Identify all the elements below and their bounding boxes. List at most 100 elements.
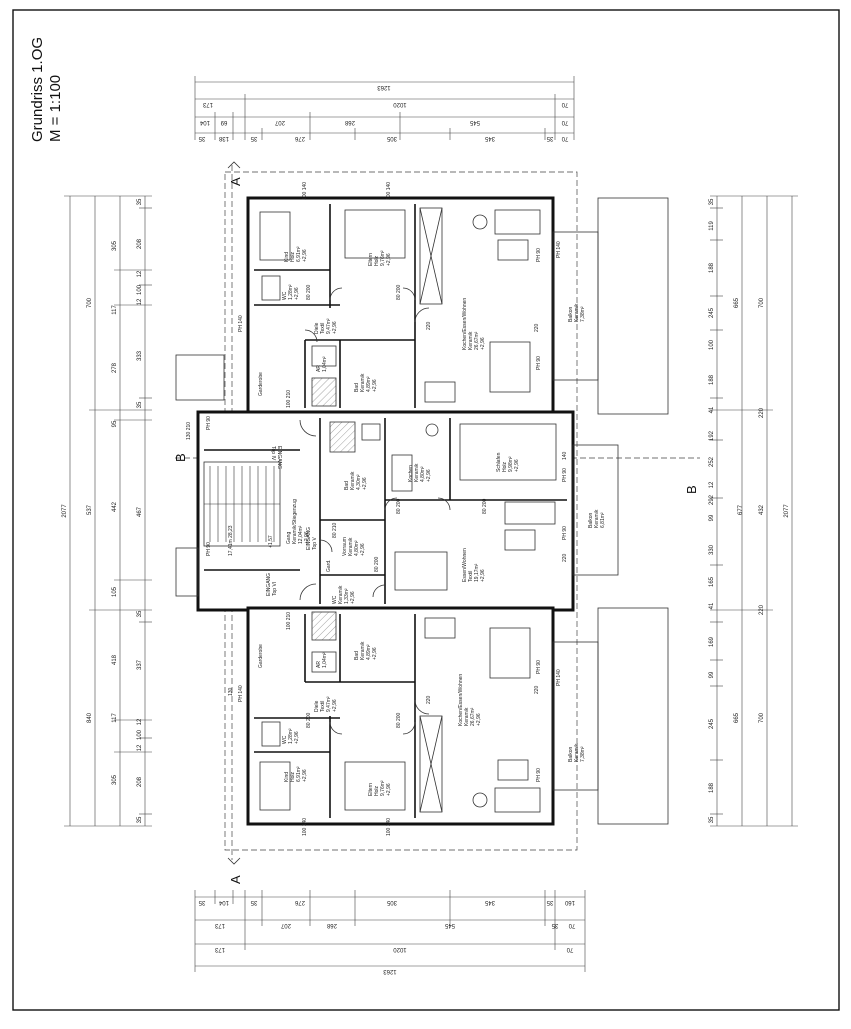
dim-right-r4-a: 35: [709, 198, 715, 205]
svg-text:9,76m²: 9,76m²: [380, 780, 386, 796]
door-tag: 220: [534, 323, 540, 332]
opening-tags: 100 140 100 140 100 140 100 140 PH 90 PH…: [186, 182, 568, 836]
dim-right-r4-d: 245: [709, 307, 715, 318]
bed-schlafen-mid: [459, 423, 557, 481]
room-schlafen-mid: Schlafen Holz 9,98m² +2,96: [496, 452, 520, 472]
svg-text:Holz: Holz: [290, 771, 296, 782]
svg-text:4,89m²: 4,89m²: [366, 376, 372, 392]
svg-text:Keramik: Keramik: [360, 373, 366, 392]
table-mid: [504, 529, 536, 551]
dim-left-r3-h: 117: [112, 713, 118, 723]
room-labels: Kind Holz 6,91m² +2,96 Eltern Holz 9,76m…: [258, 246, 606, 796]
dim-left-r4-g: 35: [137, 401, 143, 408]
dim-left-r2-b: 537: [87, 504, 93, 515]
room-wc-mid: WC Keramik 1,33m² +2,96: [332, 585, 356, 604]
wc-top: [261, 275, 281, 301]
svg-text:Bad: Bad: [354, 651, 360, 660]
svg-text:Diele: Diele: [314, 322, 320, 334]
dim-top-r2-b: 1020: [393, 101, 407, 107]
stove-mid: [425, 423, 439, 437]
door-tag: 100 210: [286, 612, 292, 630]
door-tag: 80 200: [374, 556, 380, 572]
svg-text:Top IV: Top IV: [270, 446, 276, 461]
drawing-scale: M = 1:100: [47, 75, 64, 142]
dim-right-r3-e: 665: [734, 712, 740, 723]
dim-bot-r1-a: 35: [198, 899, 205, 905]
svg-text:Kind: Kind: [284, 772, 290, 782]
dim-bot-r2-b: 207: [280, 922, 291, 928]
bed-kind-bot: [259, 761, 291, 811]
dim-bot-r1-f: 345: [484, 899, 495, 905]
door-tag: 100 210: [286, 390, 292, 408]
dim-bot-r1-b: 104: [218, 899, 229, 905]
dim-top-r3-e: 545: [469, 119, 480, 125]
dim-right-r3-a: 665: [734, 297, 740, 308]
svg-text:+2,96: +2,96: [426, 469, 432, 482]
stove-bot: [472, 792, 488, 808]
dim-right-r4-t: 35: [709, 816, 715, 823]
svg-text:Holz: Holz: [502, 461, 508, 472]
svg-text:+2,96: +2,96: [302, 769, 308, 782]
dining-table-top: [489, 341, 531, 393]
svg-text:12,04m²: 12,04m²: [298, 525, 304, 544]
svg-text:+2,96: +2,96: [332, 321, 338, 334]
room-kochen-mid: Kochen Keramik 4,80m² +2,96: [408, 463, 432, 482]
room-balkon-mid: Balkon Keramik 6,81m²: [588, 509, 606, 528]
dim-right-r4-m: 330: [709, 544, 715, 555]
window-tag: PH 90: [562, 468, 568, 482]
dim-left-r4-b: 208: [137, 238, 143, 249]
svg-text:AR: AR: [316, 365, 322, 372]
svg-text:Keramik: Keramik: [574, 743, 580, 762]
dining-table-bot: [489, 627, 531, 679]
dimension-chain-left: 2077 700 537 840 305 117 278 95 442 105 …: [62, 195, 152, 827]
dim-bot-r3-b: 1020: [393, 946, 407, 952]
svg-text:Keramik: Keramik: [574, 303, 580, 322]
window-tag: 100 140: [386, 182, 392, 200]
dim-right-r4-q: 99: [709, 671, 715, 678]
svg-text:6,91m²: 6,91m²: [296, 766, 302, 782]
room-ar-bot: AR 1,04m²: [316, 652, 328, 668]
svg-text:Top VI: Top VI: [272, 582, 278, 596]
stair-height: +1,57: [268, 535, 274, 548]
stair-label: 17,41m 28,23: [228, 525, 234, 556]
svg-text:Schlafen: Schlafen: [496, 452, 502, 472]
dim-right-r4-s: 188: [709, 782, 715, 793]
room-kew-bot: Kochen/Essen/Wohnen Keramik 26,67m² +2,9…: [458, 674, 482, 726]
dim-left-r4-h: 467: [137, 506, 143, 517]
table-bot: [497, 759, 529, 781]
dim-bot-r1-g: 35: [546, 899, 553, 905]
dim-bot-r2-a: 173: [214, 922, 225, 928]
dim-right-r3-b: 220: [759, 407, 765, 418]
window-tag: PH 140: [556, 241, 562, 258]
room-eltern-bot: Eltern Holz 9,76m² +2,96: [368, 780, 392, 796]
window-tag: 100 140: [386, 818, 392, 836]
svg-text:9,47m²: 9,47m²: [326, 318, 332, 334]
kitchen-sink-top: [424, 381, 456, 403]
svg-text:Garderobe: Garderobe: [258, 372, 264, 396]
svg-text:+2,96: +2,96: [294, 287, 300, 300]
svg-text:Holz: Holz: [290, 251, 296, 262]
dim-right-r4-k: 292: [709, 494, 715, 505]
window-tag: 130: [228, 687, 234, 696]
washbasin-mid: [361, 423, 381, 441]
dim-left-r2-c: 840: [87, 712, 93, 723]
dim-left-r3-e: 442: [112, 501, 118, 512]
dim-left-r4-i: 35: [137, 610, 143, 617]
room-wc-bot: WC 1,28m² +2,96: [282, 728, 300, 744]
dim-right-r3-c: 432: [759, 504, 765, 515]
svg-text:Keramik: Keramik: [338, 585, 344, 604]
bed-kind-top: [259, 211, 291, 261]
svg-text:6,91m²: 6,91m²: [296, 246, 302, 262]
room-balkon-bot: Balkon Keramik 7,38m²: [568, 743, 586, 762]
door-tag: 80 200: [482, 498, 488, 514]
room-gang: Gang Keramik/Stiegenzug 12,04m² +2,96: [286, 499, 310, 544]
dim-right-r4-o: 41: [709, 602, 715, 609]
bed-eltern-top: [344, 209, 406, 259]
svg-text:+2,96: +2,96: [514, 459, 520, 472]
svg-text:Keramik: Keramik: [348, 537, 354, 556]
dim-left-r4-k: 12: [137, 718, 143, 725]
dim-top-r4-e: 305: [386, 135, 397, 141]
section-marker-a-top: A: [228, 177, 243, 186]
dim-top-r2-c: 70: [561, 101, 568, 107]
